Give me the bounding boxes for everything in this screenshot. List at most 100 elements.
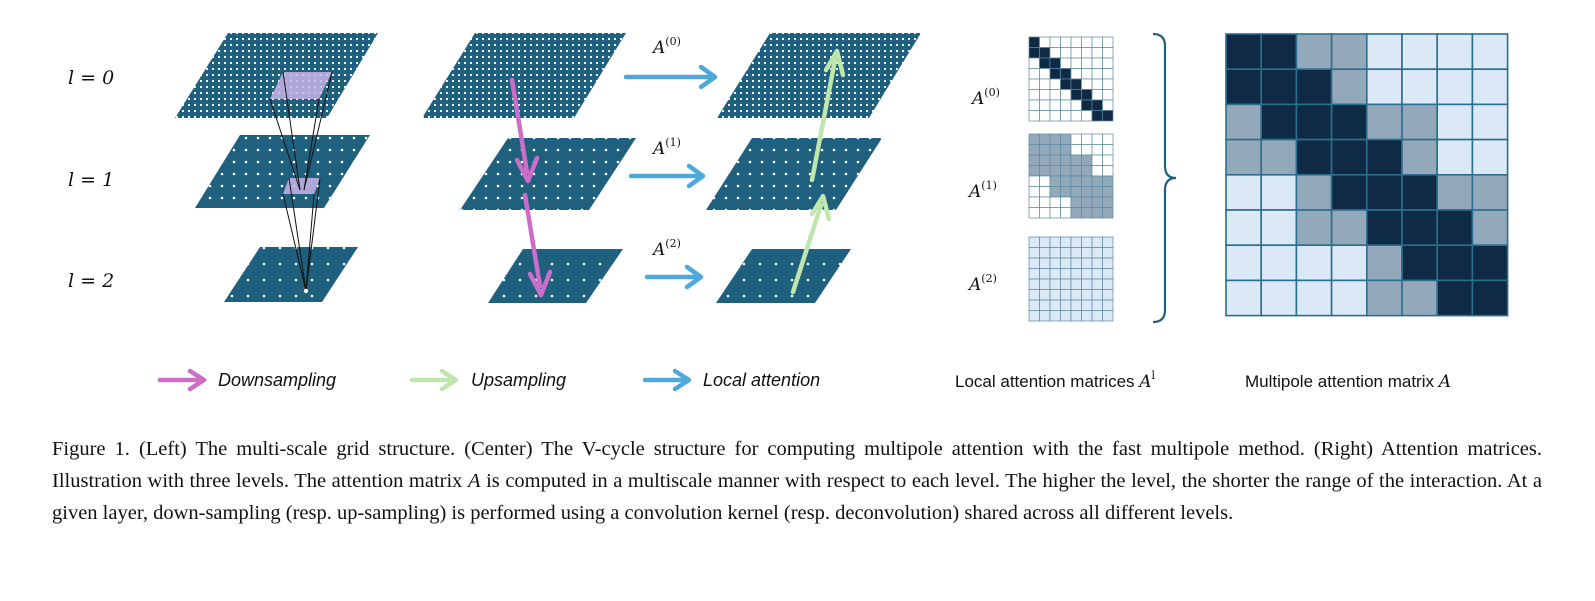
multipole-cell bbox=[1260, 33, 1298, 71]
matrix-cell bbox=[1091, 186, 1103, 198]
local-attention-matrix-2 bbox=[1028, 236, 1114, 322]
matrix-cell bbox=[1060, 36, 1072, 48]
matrix-cell bbox=[1091, 89, 1103, 101]
multipole-cell bbox=[1295, 68, 1333, 106]
multipole-cell bbox=[1401, 279, 1439, 317]
matrix-cell bbox=[1091, 99, 1103, 111]
matrix-cell bbox=[1060, 289, 1072, 301]
matrix-cell bbox=[1070, 310, 1082, 322]
matrix-cell bbox=[1060, 89, 1072, 101]
matrix-cell bbox=[1028, 47, 1040, 59]
matrix-cell bbox=[1091, 196, 1103, 208]
matrix-cell bbox=[1070, 78, 1082, 90]
matrix-cell bbox=[1028, 78, 1040, 90]
matrix-cell bbox=[1049, 36, 1061, 48]
matrix-cell bbox=[1039, 196, 1051, 208]
matrix-cell bbox=[1060, 57, 1072, 69]
matrix-cell bbox=[1091, 175, 1103, 187]
multipole-cell bbox=[1330, 103, 1368, 141]
vcycle-down-stack bbox=[422, 33, 636, 303]
grid-plane-l1 bbox=[195, 135, 370, 208]
multipole-cell bbox=[1225, 279, 1263, 317]
multipole-cell bbox=[1471, 244, 1509, 282]
multipole-cell bbox=[1366, 33, 1403, 71]
multipole-cell bbox=[1225, 33, 1263, 71]
matrix-cell bbox=[1028, 110, 1040, 122]
sum-brace bbox=[1152, 32, 1177, 324]
matrix-cell bbox=[1049, 247, 1061, 259]
matrix-cell bbox=[1060, 165, 1072, 177]
matrix-cell bbox=[1060, 207, 1072, 219]
level-label-2: l = 2 bbox=[68, 270, 114, 292]
matrix-cell bbox=[1102, 278, 1114, 290]
arrow-label-a2: A(2) bbox=[651, 237, 681, 260]
matrix-cell bbox=[1091, 247, 1103, 259]
matrix-cell bbox=[1070, 196, 1082, 208]
legend-local-attention: Local attention bbox=[642, 368, 820, 392]
matrix-cell bbox=[1039, 110, 1051, 122]
matrix-cell bbox=[1028, 57, 1040, 69]
arrow-label-a0: A(0) bbox=[651, 35, 681, 58]
matrix-cell bbox=[1070, 144, 1082, 156]
matrix-cell bbox=[1081, 57, 1093, 69]
matrix-cell bbox=[1060, 68, 1072, 80]
legend-local-attention-label: Local attention bbox=[703, 370, 820, 390]
matrix-cell bbox=[1028, 196, 1040, 208]
matrix-cell bbox=[1070, 175, 1082, 187]
matrix-cell bbox=[1039, 289, 1051, 301]
matrix-cell bbox=[1060, 196, 1072, 208]
matrix-cell bbox=[1091, 299, 1103, 311]
multipole-cell bbox=[1225, 68, 1263, 106]
matrix-cell bbox=[1102, 289, 1114, 301]
multipole-cell bbox=[1401, 33, 1439, 71]
multipole-cell bbox=[1436, 174, 1474, 211]
matrix-cell bbox=[1049, 207, 1061, 219]
matrix-cell bbox=[1081, 257, 1093, 269]
multipole-cell bbox=[1260, 279, 1298, 317]
local-attention-arrows bbox=[623, 64, 718, 290]
matrix-cell bbox=[1060, 154, 1072, 166]
matrix-cell bbox=[1028, 278, 1040, 290]
matrix-cell bbox=[1060, 257, 1072, 269]
multipole-cell bbox=[1366, 103, 1403, 141]
matrix-cell bbox=[1070, 257, 1082, 269]
matrix-cell bbox=[1039, 165, 1051, 177]
multipole-cell bbox=[1225, 244, 1263, 282]
matrix-cell bbox=[1091, 310, 1103, 322]
multipole-cell bbox=[1366, 68, 1403, 106]
matrix-cell bbox=[1102, 175, 1114, 187]
matrix-cell bbox=[1091, 207, 1103, 219]
matrix-cell bbox=[1081, 133, 1093, 145]
matrix-cell bbox=[1102, 247, 1114, 259]
multipole-cell bbox=[1471, 138, 1509, 176]
matrix-cell bbox=[1070, 278, 1082, 290]
multipole-cell bbox=[1330, 68, 1368, 106]
matrix-cell bbox=[1060, 299, 1072, 311]
matrix-cell bbox=[1060, 175, 1072, 187]
matrix-cell bbox=[1039, 207, 1051, 219]
multipole-cell bbox=[1225, 138, 1263, 176]
matrix-cell bbox=[1070, 268, 1082, 280]
matrix-cell bbox=[1091, 154, 1103, 166]
legend-downsampling: Downsampling bbox=[157, 368, 336, 392]
matrix-cell bbox=[1049, 289, 1061, 301]
multipole-cell bbox=[1401, 103, 1439, 141]
local-attention-matrix-0 bbox=[1028, 36, 1114, 122]
matrix-cell bbox=[1081, 110, 1093, 122]
matrix-cell bbox=[1102, 236, 1114, 248]
matrix-cell bbox=[1028, 89, 1040, 101]
up-arrowhead-2 bbox=[823, 48, 846, 78]
matrix-cell bbox=[1039, 144, 1051, 156]
matrix-cell bbox=[1060, 186, 1072, 198]
matrix-cell bbox=[1049, 89, 1061, 101]
multipole-cell bbox=[1366, 209, 1403, 247]
level-label-0: l = 0 bbox=[68, 67, 114, 89]
matrix-cell bbox=[1102, 268, 1114, 280]
multipole-cell bbox=[1401, 209, 1439, 247]
local-attention-matrix-1 bbox=[1028, 133, 1114, 219]
matrix-cell bbox=[1070, 236, 1082, 248]
multipole-cell bbox=[1366, 244, 1403, 282]
matrix-cell bbox=[1028, 144, 1040, 156]
multipole-cell bbox=[1471, 174, 1509, 211]
matrix-cell bbox=[1049, 110, 1061, 122]
